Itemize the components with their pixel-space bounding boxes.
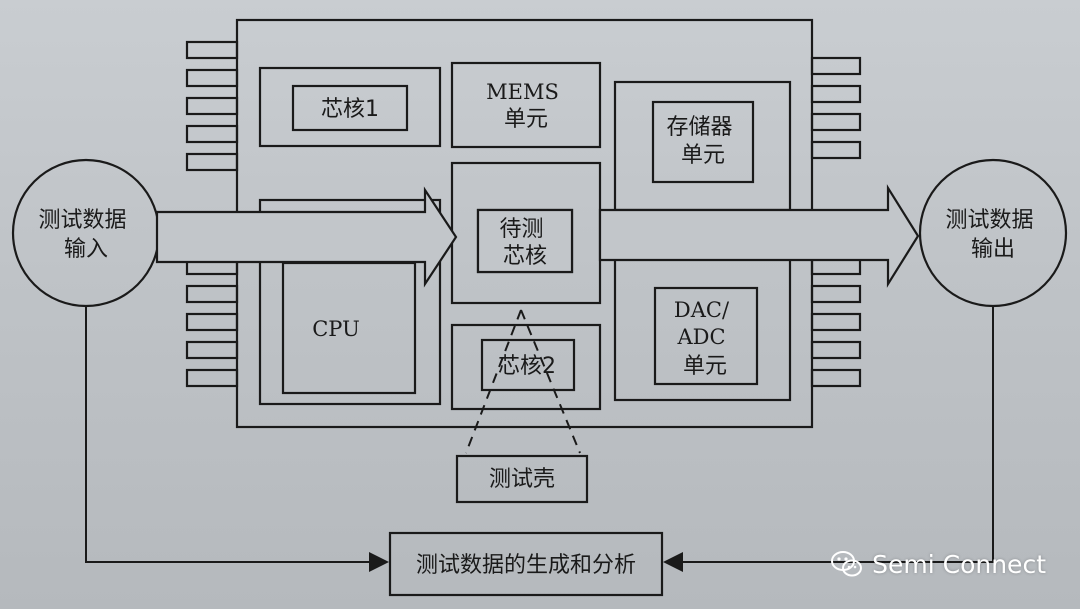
wechat-icon: [831, 551, 863, 577]
core-under-test-label: 待测 芯核: [499, 217, 550, 269]
left-pins: [185, 40, 239, 388]
generation-analysis-label: 测试数据的生成和分析: [416, 553, 636, 578]
dac-adc-inner: [653, 286, 759, 386]
watermark: Semi Connect: [830, 549, 1046, 579]
core2-block: [450, 323, 602, 411]
input-circle: [11, 158, 161, 308]
test-shell-dash-left: [465, 309, 522, 454]
input-flow-arrow: [155, 186, 458, 288]
right-pins: [810, 56, 862, 388]
dac-adc-label: DAC/ ADC 单元: [674, 298, 736, 379]
input-to-generation-line: [85, 306, 389, 572]
core2-inner: [480, 338, 576, 392]
output-flow-arrow: [598, 184, 920, 288]
input-circle-label: 测试数据 输入: [38, 208, 133, 262]
core1-inner: [291, 84, 409, 132]
mems-block: [450, 61, 602, 149]
core1-block: [258, 66, 442, 148]
memory-label: 存储器 单元: [666, 115, 739, 168]
core1-label: 芯核1: [321, 97, 379, 122]
memory-inner: [651, 100, 755, 184]
mems-label: MEMS 单元: [486, 80, 566, 132]
test-shell-box: [455, 454, 589, 504]
generation-analysis-box: [388, 531, 664, 597]
cpu-label: CPU: [312, 317, 360, 341]
test-shell-dash-right: [520, 309, 581, 454]
watermark-text: Semi Connect: [872, 549, 1046, 579]
test-shell-label: 测试壳: [489, 467, 555, 492]
output-to-generation-line: [663, 306, 994, 572]
cpu-block: [258, 198, 442, 406]
output-circle: [918, 158, 1068, 308]
output-circle-label: 测试数据 输出: [945, 208, 1040, 262]
core2-label: 芯核2: [498, 354, 556, 379]
